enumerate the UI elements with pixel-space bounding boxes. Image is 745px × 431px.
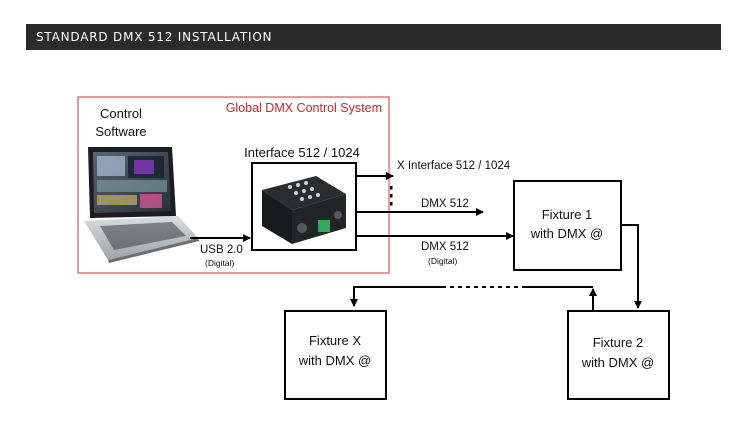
global-control-system-title: Global DMX Control System [226,101,382,115]
section-header: STANDARD DMX 512 INSTALLATION [26,24,721,50]
fixture-2-label-line1: Fixture 2 [593,335,644,350]
global-control-system-frame [77,96,390,274]
dmx-512-label: DMX 512 [421,198,469,210]
daisy-chain-return-arrow [350,286,597,311]
dmx-512-fixture-1-sub-label: (Digital) [428,256,457,266]
laptop-icon [84,147,199,263]
section-title: STANDARD DMX 512 INSTALLATION [36,30,273,44]
fixture-x-label-line1: Fixture X [309,333,361,348]
control-software-label-line2: Software [95,124,146,139]
fixture-2-label-line2: with DMX @ [581,355,654,370]
dmx-512-fixture-1-label: DMX 512 [421,241,469,253]
fixture-1-label-line2: with DMX @ [530,226,603,241]
fixture-x-box [284,310,387,400]
more-interfaces-dots [390,186,393,206]
fixture-x-label-line2: with DMX @ [298,353,371,368]
dmx-interface-device-icon [262,176,346,244]
fixture-1-box [513,180,622,271]
fixture-1-to-fixture-2-arrow [621,224,642,309]
usb-sub-label: (Digital) [205,258,234,268]
usb-label: USB 2.0 [200,244,243,256]
x-interface-label: X Interface 512 / 1024 [397,160,511,172]
interface-title: Interface 512 / 1024 [244,145,360,160]
fixture-2-box [567,310,670,400]
control-software-label-line1: Control [100,106,142,121]
fixture-1-label-line1: Fixture 1 [542,207,593,222]
